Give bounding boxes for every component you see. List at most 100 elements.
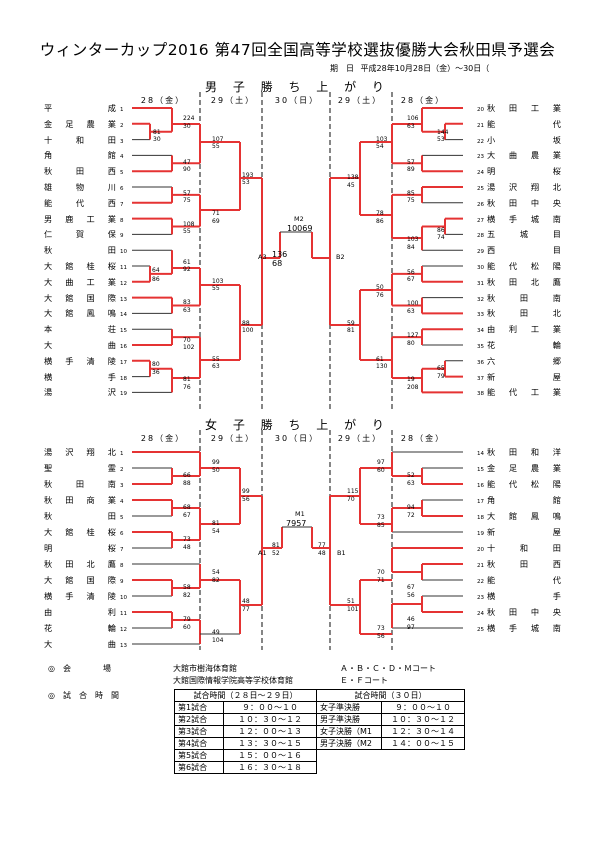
schedule-left-game: 第2試合	[174, 713, 224, 726]
score-label: 55	[212, 356, 220, 363]
boys-section-title: 男 子 勝 ち 上 が り	[205, 80, 390, 94]
score-label: 77	[318, 542, 326, 549]
venue-courts-2: Ｅ・Ｆコート	[340, 676, 388, 685]
score-label: 85	[377, 522, 385, 529]
score-label: 75	[183, 197, 191, 204]
team-name: 大館国際	[44, 292, 116, 303]
team-name: 秋田和洋	[487, 447, 561, 457]
schedule-left-time: １０：３０～１２	[223, 713, 317, 726]
score-label: 85	[407, 190, 415, 197]
score-label: 81	[153, 129, 161, 136]
schedule-row: 第2試合 １０：３０～１２ 男子準決勝 １０：３０～１２	[174, 713, 465, 726]
score-label: 70	[377, 569, 385, 576]
team-name: 横手清陵	[44, 591, 116, 601]
score-label: 45	[347, 182, 355, 189]
team-name: 大館国際	[44, 575, 116, 585]
team-name: 六郷	[487, 355, 561, 366]
score-label: 79	[437, 373, 445, 380]
team-number: 1	[120, 451, 124, 457]
score-label: 81	[212, 520, 220, 527]
team-name: 明桜	[44, 543, 116, 553]
score-label: 89	[407, 166, 415, 173]
boys-day-29-left: 29（土）	[210, 96, 256, 105]
period-value: 平成28年10月28日（金）～30日（	[360, 64, 490, 73]
team-name: 大曲	[44, 639, 116, 649]
score-label: 100	[242, 327, 254, 334]
team-number: 9	[120, 579, 124, 585]
team-number: 13	[120, 296, 127, 303]
team-name: 横手清陵	[44, 355, 116, 366]
score-label: 76	[183, 384, 191, 391]
score-label: 55	[212, 285, 220, 292]
team-name: 本荘	[44, 324, 116, 335]
team-name: 角館	[487, 495, 561, 505]
team-number: 33	[477, 312, 484, 319]
team-number: 6	[120, 531, 124, 537]
team-name: 大館鳳鳴	[44, 308, 116, 319]
score-label: 99	[242, 488, 250, 495]
schedule-left-game: 第6試合	[174, 761, 224, 774]
score-label: 53	[242, 179, 250, 186]
score-label: 100	[407, 300, 419, 307]
team-number: 29	[477, 249, 484, 256]
score-label: 54	[212, 528, 220, 535]
schedule-right-game: 女子準決勝	[316, 701, 382, 714]
score-label: 47	[183, 159, 191, 166]
score-label: 99	[212, 459, 220, 466]
team-name: 横手	[487, 591, 561, 601]
team-number: 22	[477, 579, 484, 585]
venue-2: 大館国際情報学院高等学校体育館	[173, 676, 293, 685]
team-number: 18	[477, 515, 484, 521]
score-label: 56	[377, 633, 385, 640]
girls-section-title: 女 子 勝 ち 上 が り	[205, 418, 390, 432]
schedule-left-game: 第3試合	[174, 725, 224, 738]
girls-final-score-center: 7957	[286, 519, 306, 528]
team-name: 聖霊	[44, 463, 116, 473]
score-label: 73	[377, 625, 385, 632]
score-label: 75	[407, 197, 415, 204]
team-number: 24	[477, 170, 484, 177]
score-label: 208	[407, 384, 419, 391]
score-label: 54	[376, 143, 384, 150]
score-label: 68	[183, 504, 191, 511]
schedule-empty	[382, 750, 465, 762]
score-label: 92	[183, 266, 191, 273]
team-number: 21	[477, 563, 484, 569]
team-name: 金足農業	[487, 463, 561, 473]
score-label: 86	[376, 218, 384, 225]
score-label: 60	[377, 467, 385, 474]
team-number: 36	[477, 359, 484, 366]
team-number: 25	[477, 186, 484, 192]
score-label: 88	[242, 320, 250, 327]
team-name: 湯沢	[44, 387, 116, 398]
team-number: 5	[120, 170, 124, 177]
score-label: 73	[377, 514, 385, 521]
schedule-right-time: １４：００～１５	[381, 737, 465, 750]
score-label: 130	[376, 363, 388, 370]
team-name: 大館桂桜	[44, 261, 116, 271]
team-name: 金足農業	[44, 118, 116, 129]
